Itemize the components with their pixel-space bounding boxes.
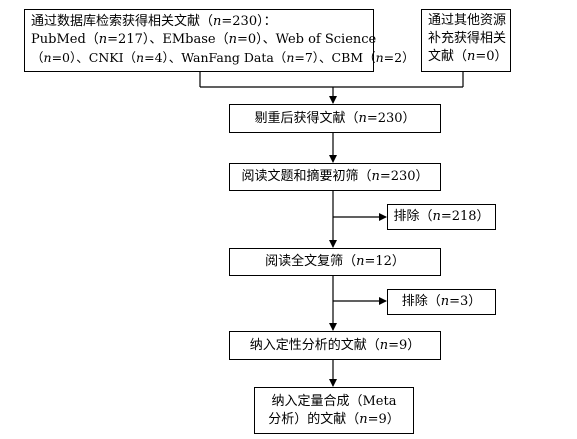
qualitative-label: 纳入定性分析的文献（n=9） xyxy=(249,337,421,353)
box-after-dedup: 剔重后获得文献（n=230） xyxy=(229,104,441,133)
box-quantitative: 纳入定量合成（Meta 分析）的文献（n=9） xyxy=(254,387,414,434)
box-qualitative: 纳入定性分析的文献（n=9） xyxy=(229,331,441,360)
quantitative-line-1: 纳入定量合成（Meta xyxy=(271,393,397,409)
search-line-1: 通过数据库检索获得相关文献（n=230）： xyxy=(31,14,277,29)
box-other-sources: 通过其他资源 补充获得相关 文献（n=0） xyxy=(421,9,511,72)
excluded-1-label: 排除（n=218） xyxy=(393,209,490,224)
other-line-3: 文献（n=0） xyxy=(428,49,508,64)
fulltext-label: 阅读全文复筛（n=12） xyxy=(265,254,405,269)
quantitative-line-2: 分析）的文献（n=9） xyxy=(268,411,400,427)
box-fulltext-rescreen: 阅读全文复筛（n=12） xyxy=(229,248,441,276)
other-line-1: 通过其他资源 xyxy=(428,13,507,28)
title-screen-label: 阅读文题和摘要初筛（n=230） xyxy=(241,169,429,184)
excluded-2-label: 排除（n=3） xyxy=(401,294,482,309)
box-excluded-1: 排除（n=218） xyxy=(387,204,496,230)
box-title-abstract-screen: 阅读文题和摘要初筛（n=230） xyxy=(229,163,441,191)
other-line-2: 补充获得相关 xyxy=(428,31,507,46)
box-database-search: 通过数据库检索获得相关文献（n=230）： PubMed（n=217）、EMba… xyxy=(24,9,415,72)
search-line-3: （n=0）、CNKI（n=4）、WanFang Data（n=7）、CBM（n=… xyxy=(31,50,415,65)
box-excluded-2: 排除（n=3） xyxy=(387,289,496,315)
dedup-label: 剔重后获得文献（n=230） xyxy=(254,110,416,126)
search-line-2: PubMed（n=217）、EMbase（n=0）、Web of Science xyxy=(31,32,377,47)
